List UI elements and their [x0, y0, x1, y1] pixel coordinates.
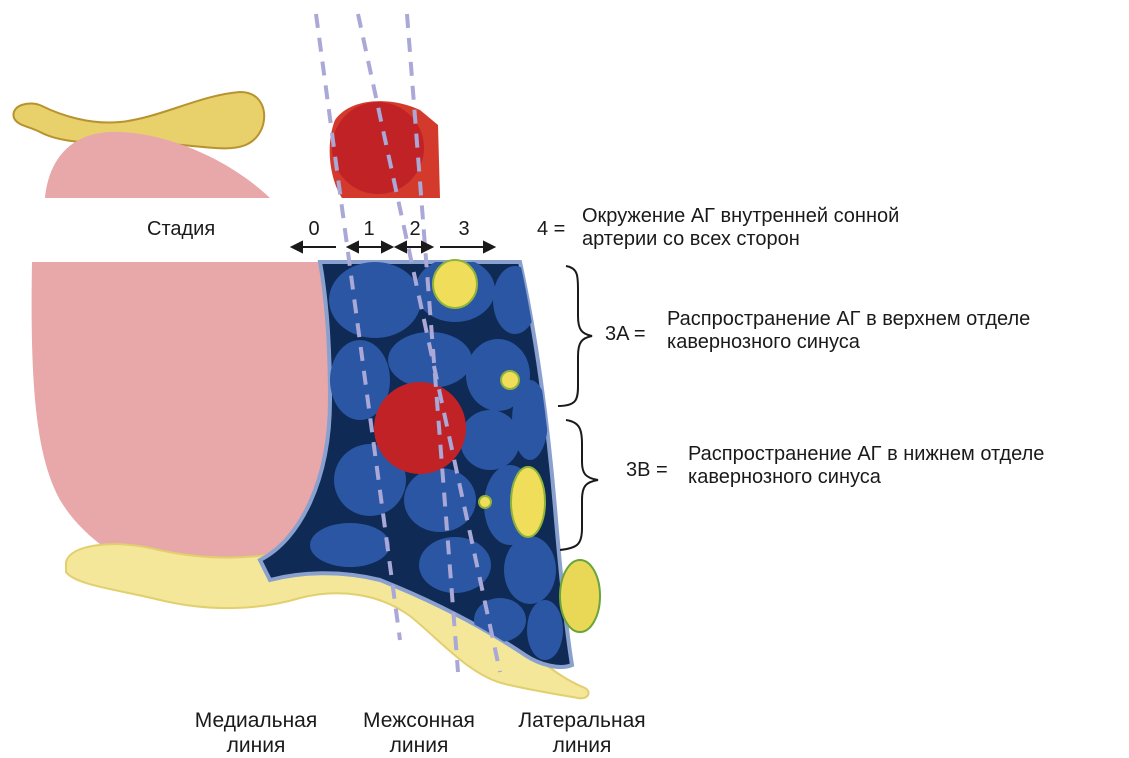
medial-line-label-line1: Медиальная	[171, 708, 341, 733]
medial-line-label: Медиальная линия	[171, 708, 341, 758]
nerve-mid	[511, 467, 545, 537]
grade-3b-line1: Распространение АГ в нижнем отделе	[688, 443, 1044, 466]
intercarotid-line-label-line2: линия	[334, 733, 504, 758]
nerve-small-2	[479, 496, 491, 508]
nerve-small-1	[501, 371, 519, 389]
intercarotid-line-label: Межсонная линия	[334, 708, 504, 758]
brace-3b	[560, 420, 598, 550]
grade-4-line2: артерии со всех сторон	[582, 228, 899, 251]
grade-3a-line1: Распространение АГ в верхнем отделе	[667, 308, 1030, 331]
lateral-line-label-line2: линия	[497, 733, 667, 758]
nerve-top	[433, 260, 477, 308]
grade-4-line1: Окружение АГ внутренней сонной	[582, 205, 899, 228]
carotid-artery-circle	[374, 382, 466, 474]
stage-number-0: 0	[302, 217, 326, 241]
stage-number-2: 2	[403, 217, 427, 241]
brace-3a	[558, 266, 592, 406]
grade-3a-description: Распространение АГ в верхнем отделе каве…	[667, 308, 1030, 354]
grade-3b-line2: кавернозного синуса	[688, 466, 1044, 489]
stage-number-3: 3	[452, 217, 476, 241]
nerve-outside	[560, 560, 600, 632]
stage-number-1: 1	[357, 217, 381, 241]
lateral-line-label: Латеральная линия	[497, 708, 667, 758]
medial-line-label-line2: линия	[171, 733, 341, 758]
stage-number-4: 4 =	[537, 217, 565, 241]
grade-3b-description: Распространение АГ в нижнем отделе кавер…	[688, 443, 1044, 489]
grade-4-description: Окружение АГ внутренней сонной артерии с…	[582, 205, 899, 251]
grade-3b-code: 3B =	[626, 458, 668, 482]
grade-3a-line2: кавернозного синуса	[667, 331, 1030, 354]
stage-label: Стадия	[147, 217, 215, 241]
intercarotid-line-label-line1: Межсонная	[334, 708, 504, 733]
lateral-line-label-line1: Латеральная	[497, 708, 667, 733]
grade-3a-code: 3A =	[605, 322, 646, 346]
